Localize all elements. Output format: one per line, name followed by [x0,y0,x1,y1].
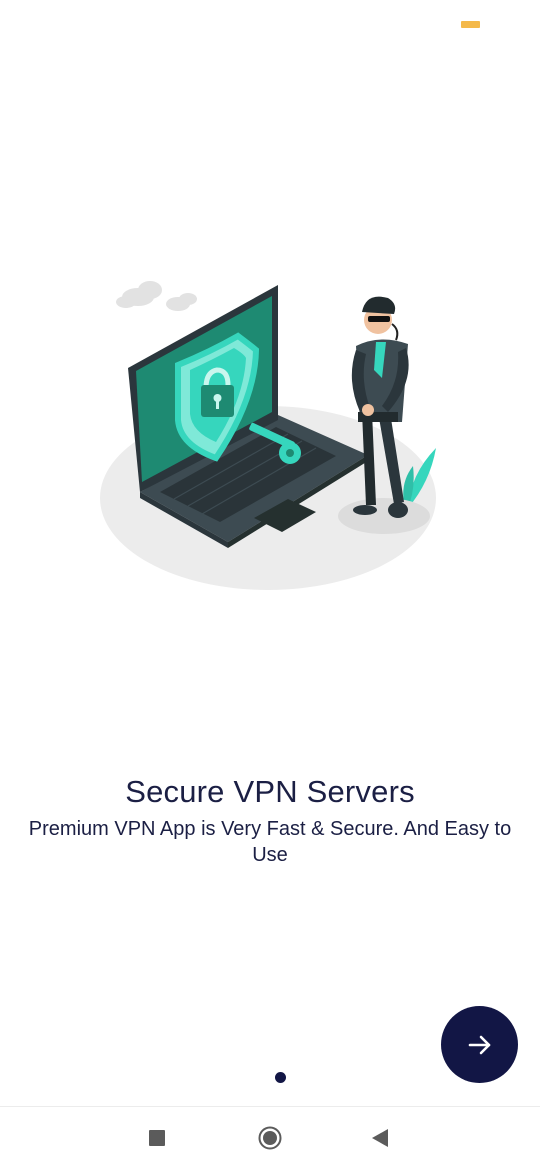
arrow-right-icon [468,1035,490,1054]
back-triangle-icon[interactable] [371,1128,389,1148]
status-indicator [461,21,480,28]
next-button[interactable] [441,1006,518,1083]
vpn-security-illustration [100,281,436,590]
recents-square-icon[interactable] [149,1130,165,1146]
system-navigation-bar [0,1106,540,1171]
onboarding-subtitle: Premium VPN App is Very Fast & Secure. A… [28,818,512,866]
home-circle-icon[interactable] [258,1126,282,1150]
onboarding-title: Secure VPN Servers [125,774,415,809]
page-indicator-dot [275,1072,286,1083]
